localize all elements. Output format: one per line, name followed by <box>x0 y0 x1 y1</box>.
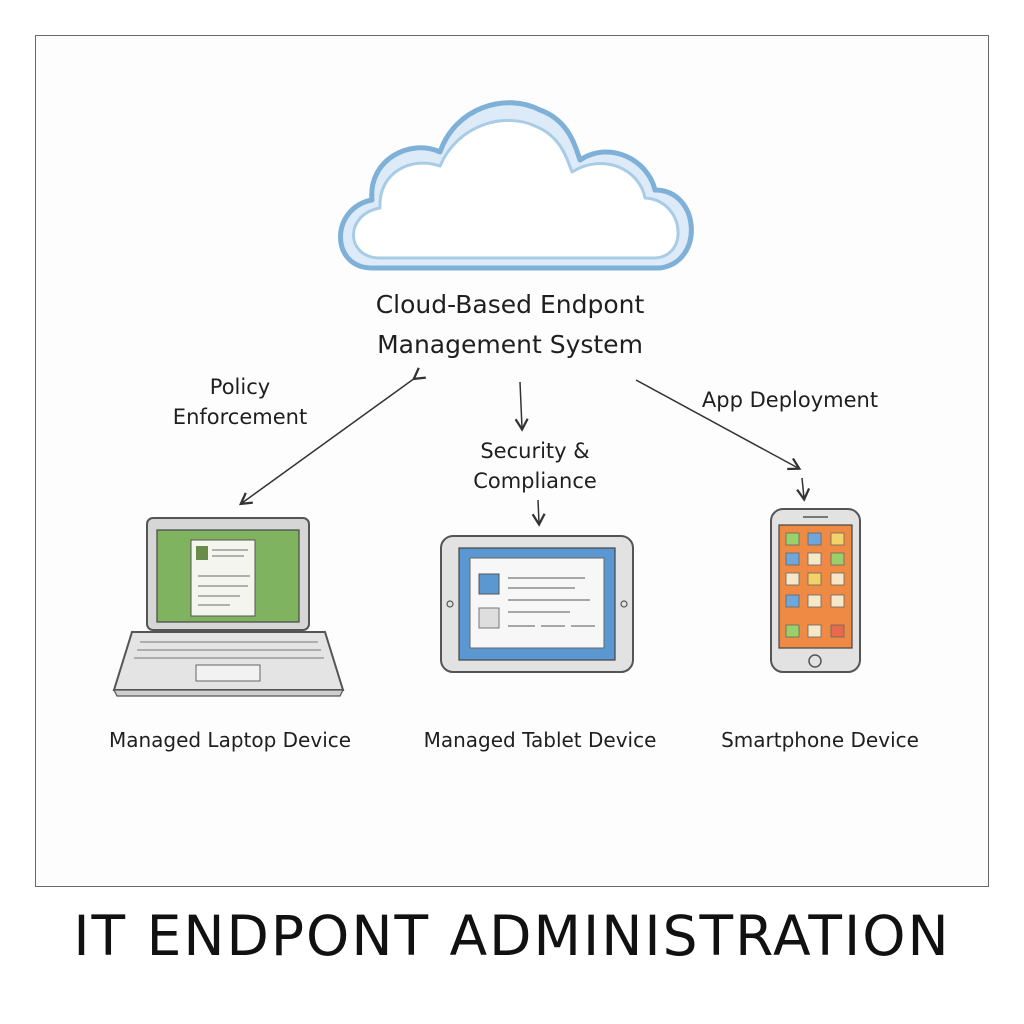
tablet-label: Managed Tablet Device <box>423 728 657 752</box>
app-label-line1: App Deployment <box>701 388 879 412</box>
cloud-system-label: Cloud-Based Endpont Management System <box>330 285 690 365</box>
smartphone-icon <box>770 508 861 673</box>
cloud-label-line2: Management System <box>377 330 643 359</box>
policy-enforcement-label: Policy Enforcement <box>150 372 330 432</box>
policy-label-line1: Policy <box>209 375 271 399</box>
tablet-icon <box>440 535 634 673</box>
cloud-label-line1: Cloud-Based Endpont <box>375 290 645 319</box>
smartphone-label: Smartphone Device <box>721 728 919 752</box>
app-deployment-label: App Deployment <box>690 385 890 415</box>
laptop-label: Managed Laptop Device <box>108 728 352 752</box>
security-label-line2: Compliance <box>473 469 597 493</box>
arrow-security <box>514 381 546 527</box>
laptop-icon <box>112 517 345 697</box>
security-label-line1: Security & <box>480 439 590 463</box>
cloud-icon <box>338 100 694 271</box>
arrow-policy <box>238 367 426 506</box>
security-compliance-label: Security & Compliance <box>445 436 625 496</box>
arrow-app <box>635 379 811 502</box>
page-title: IT ENDPONT ADMINISTRATION <box>73 904 951 968</box>
policy-label-line2: Enforcement <box>172 405 308 429</box>
